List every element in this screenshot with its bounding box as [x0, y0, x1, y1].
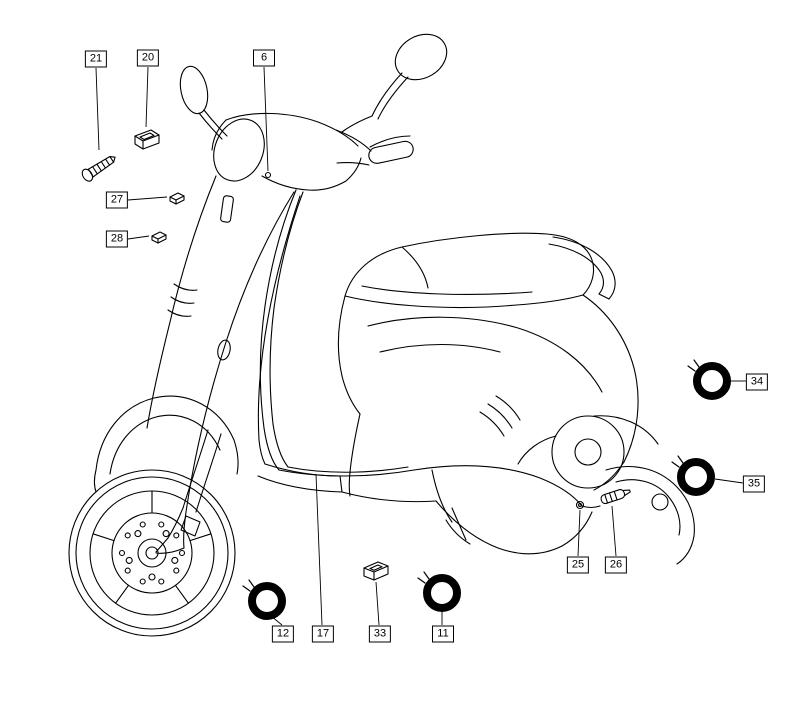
part-clamp-ring-34: [688, 360, 731, 400]
callout-label: 33: [373, 627, 387, 640]
loose-parts: [81, 129, 731, 620]
left-mirror: [179, 65, 228, 140]
callout-label: 17: [316, 627, 330, 640]
callout-part-6[interactable]: 6: [253, 49, 275, 67]
grab-rail: [548, 236, 616, 300]
scooter-illustration: [68, 33, 695, 637]
leg-shield: [146, 175, 301, 465]
front-fender: [93, 395, 239, 493]
callout-part-34[interactable]: 34: [745, 373, 769, 391]
headlamp-cover: [211, 112, 362, 191]
transmission-cables: [155, 171, 601, 554]
part-bolt-25: [575, 500, 585, 510]
part-clamp-ring-35: [672, 456, 715, 496]
part-adjuster-26: [600, 489, 631, 505]
callout-part-28[interactable]: 28: [105, 230, 129, 248]
floorboard: [257, 463, 343, 493]
stand-and-exhaust: [435, 500, 593, 555]
callout-part-27[interactable]: 27: [105, 191, 129, 209]
callout-part-17[interactable]: 17: [311, 625, 335, 643]
callout-label: 12: [276, 627, 290, 640]
rear-wheel: [605, 466, 695, 565]
right-mirror: [371, 33, 448, 120]
callout-label: 27: [110, 193, 124, 206]
callout-label: 34: [750, 375, 764, 388]
callout-label: 35: [747, 477, 761, 490]
leader-lines: [95, 66, 746, 626]
handlebar: [335, 115, 414, 166]
callout-label: 6: [260, 51, 268, 64]
callout-part-25[interactable]: 25: [566, 556, 590, 574]
part-clip-33: [363, 561, 389, 581]
part-clip-20: [134, 129, 160, 150]
callout-part-21[interactable]: 21: [84, 50, 108, 68]
part-screw-21: [81, 155, 116, 182]
part-clamp-ring-12: [243, 580, 286, 620]
front-wheel: [68, 469, 236, 637]
callout-part-11[interactable]: 11: [432, 625, 454, 643]
callout-part-33[interactable]: 33: [368, 625, 392, 643]
part-fastener-28: [151, 231, 167, 244]
engine: [479, 395, 659, 489]
callout-part-35[interactable]: 35: [742, 475, 766, 493]
callout-label: 11: [437, 627, 449, 640]
callout-part-20[interactable]: 20: [136, 49, 160, 67]
callout-part-12[interactable]: 12: [271, 625, 295, 643]
part-fastener-27: [169, 192, 185, 205]
callout-label: 21: [89, 52, 103, 65]
callout-part-26[interactable]: 26: [604, 556, 628, 574]
part-clamp-ring-11: [418, 572, 461, 612]
seat: [344, 232, 595, 309]
rear-body: [337, 294, 639, 523]
front-fork: [155, 429, 222, 553]
cable-nipple: [264, 171, 272, 179]
callout-label: 25: [571, 558, 585, 571]
callout-label: 28: [110, 232, 124, 245]
callout-label: 26: [609, 558, 623, 571]
callout-label: 20: [141, 51, 155, 64]
